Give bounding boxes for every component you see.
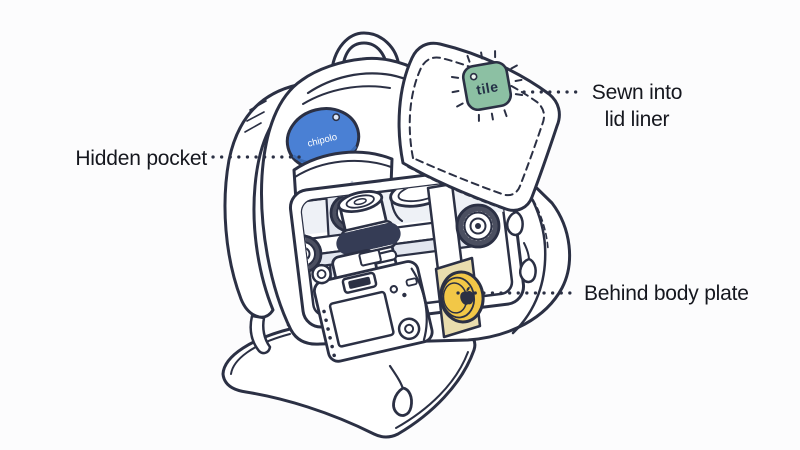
lid: tile: [397, 41, 561, 212]
zipper-pull: [506, 210, 524, 237]
callout-body-plate: Behind body plate: [584, 282, 749, 305]
callout-lid-liner: Sewn into lid liner: [583, 79, 691, 133]
lens-right: [455, 203, 501, 249]
camera-lcd: [328, 290, 395, 348]
callout-lid-liner-line2: lid liner: [604, 108, 670, 131]
apple-logo-icon: [460, 286, 474, 305]
callout-hidden-pocket: Hidden pocket: [75, 147, 207, 170]
lid-liner-stitching: [408, 56, 546, 197]
camera-mode-dial: [311, 263, 332, 285]
camera: [311, 190, 434, 363]
tile-tracker: tile: [450, 50, 524, 122]
chipolo-keyring-hole: [332, 113, 341, 122]
zipper-pull: [519, 257, 537, 284]
camera-dial: [397, 317, 421, 341]
camera-body: [311, 249, 434, 363]
tile-stitches: [450, 50, 524, 122]
tile-speaker-hole: [469, 72, 478, 81]
leader-lines: [211, 90, 580, 295]
bottom-zipper-pull: [388, 364, 413, 417]
callout-lid-liner-line1: Sewn into: [591, 81, 683, 104]
camera-buttons: [322, 292, 407, 358]
tile-brand-text: tile: [475, 78, 500, 98]
